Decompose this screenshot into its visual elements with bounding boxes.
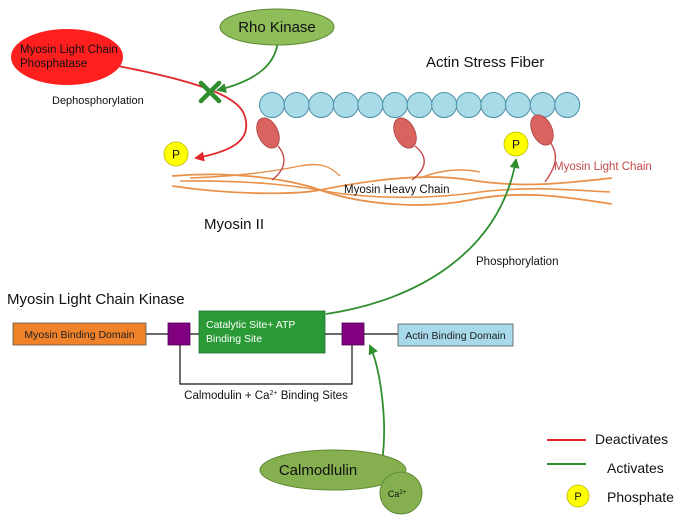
calcium-ion-label: Ca2+ (388, 489, 407, 499)
phosphorylation-label: Phosphorylation (476, 256, 558, 268)
legend: Deactivates Activates P Phosphate (547, 431, 674, 508)
rho-kinase: Rho Kinase (219, 8, 335, 46)
svg-text:Actin Binding Domain: Actin Binding Domain (405, 330, 506, 342)
myosin-head (393, 117, 417, 149)
actin-binding-domain: Actin Binding Domain (397, 323, 514, 347)
svg-text:P: P (172, 148, 180, 162)
actin-stress-fiber (259, 92, 581, 118)
actin-bead (529, 92, 556, 118)
myosin-head (256, 117, 280, 149)
rho-kinase-label: Rho Kinase (238, 19, 316, 36)
svg-text:P: P (512, 138, 520, 152)
legend-phosphate: Phosphate (607, 489, 674, 505)
actin-bead (406, 92, 433, 118)
legend-phosphate-icon (566, 484, 590, 508)
actin-bead (455, 92, 482, 118)
myosin-binding-domain: Myosin Binding Domain (12, 322, 147, 346)
calcium-ion: Ca2+ (379, 471, 423, 515)
calmodulin-binding-site-left (167, 322, 191, 346)
actin-bead (480, 92, 507, 118)
mlck-title: Myosin Light Chain Kinase (7, 291, 185, 308)
actin-bead (332, 92, 359, 118)
myosin-heads (256, 114, 554, 149)
actin-bead (308, 92, 335, 118)
myosin-heavy-chain-fibers (171, 163, 613, 206)
phosphate-marker-left: P (163, 141, 189, 167)
actin-bead (382, 92, 408, 118)
myosin-heavy-chain-label: Myosin Heavy Chain (344, 184, 449, 196)
svg-text:Binding Site: Binding Site (206, 333, 262, 345)
actin-bead (505, 92, 531, 118)
actin-bead (259, 92, 285, 118)
calmodulin: Calmodlulin (259, 449, 407, 491)
mlcp-label-line2: Phosphatase (20, 58, 87, 70)
calmodulin-activation-arrow (368, 344, 385, 463)
dephosphorylation-label: Dephosphorylation (52, 95, 144, 107)
legend-deactivates: Deactivates (595, 431, 668, 447)
catalytic-site: Catalytic Site+ ATP Binding Site (198, 310, 326, 354)
phosphate-marker-right: P (503, 131, 529, 157)
calmodulin-binding-sites-label: Calmodulin + Ca2+ Binding Sites (184, 390, 348, 402)
myosin-head (530, 114, 554, 146)
phosphorylation-arrow (325, 158, 520, 315)
actin-bead (431, 92, 458, 118)
actin-bead (283, 92, 310, 118)
myosin-neck-chains (271, 141, 557, 183)
calmodulin-binding-site-right (341, 322, 365, 346)
myosin-light-chain-label: Myosin Light Chain (554, 161, 652, 173)
legend-activates: Activates (607, 460, 664, 476)
svg-text:Catalytic Site+ ATP: Catalytic Site+ ATP (206, 319, 295, 331)
actin-bead (554, 92, 581, 118)
myosin-light-chain-phosphatase: Myosin Light Chain Phosphatase (11, 29, 123, 85)
myosin-ii-label: Myosin II (204, 216, 264, 233)
rho-kinase-inhibition-arrow (216, 39, 279, 93)
calmodulin-label: Calmodlulin (279, 462, 357, 479)
svg-text:P: P (574, 491, 581, 503)
inhibition-x-icon (198, 80, 222, 104)
dephosphorylation-arrow (117, 65, 248, 162)
mlcp-label-line1: Myosin Light Chain (20, 44, 118, 56)
svg-text:Myosin Binding Domain: Myosin Binding Domain (24, 329, 134, 341)
actin-stress-fiber-label: Actin Stress Fiber (426, 54, 544, 71)
actin-bead (357, 92, 384, 118)
